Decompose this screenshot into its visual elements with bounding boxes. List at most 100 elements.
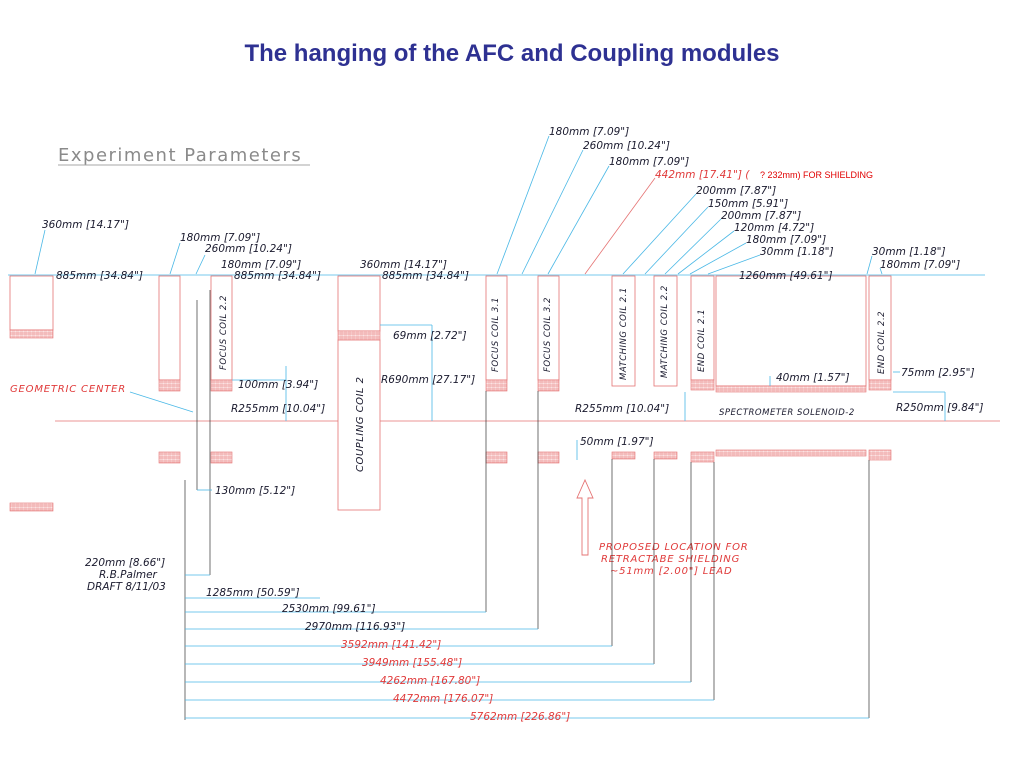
focus-coil-2-1-hatch-lower [158,451,181,464]
dim-360a: 360mm [14.17"] [42,219,129,231]
leader-260a [195,254,206,275]
end-coil-2-2-hatch [868,379,892,391]
end-coil-2-1-hatch-lower [690,451,715,463]
leader-d5 [644,206,709,275]
leader-d2 [521,149,584,275]
dim-top-30-1: 30mm [1.18"] [760,246,834,258]
dim-2530: 2530mm [99.61"] [282,603,376,615]
dim-75: 75mm [2.95"] [901,367,975,379]
leader-d11 [879,267,883,275]
leader-d4 [622,193,697,275]
dim-260a: 260mm [10.24"] [205,243,292,255]
matching-coil-2-2-label: MATCHING COIL 2.2 [660,285,670,378]
shielding-note: ? 232mm) FOR SHIELDING [760,170,873,180]
left-absorber-block [9,275,54,331]
spectrometer-hatch-bottom [715,449,867,457]
dim-top-260: 260mm [10.24"] [583,140,670,152]
leader-d3 [547,165,610,275]
dim-r255a: R255mm [10.04"] [231,403,325,415]
shielding-arrow-icon [576,478,594,556]
dim-top-200-2: 200mm [7.87"] [721,210,801,222]
proposed-line-1: PROPOSED LOCATION FOR [599,542,749,553]
matching-coil-2-2-body [653,275,678,387]
proposed-line-2: RETRACTABE SHIELDING [601,554,740,565]
slide-title: The hanging of the AFC and Coupling modu… [244,40,780,67]
leader-d10 [866,255,873,275]
leader-d1 [496,135,550,275]
dim-4472: 4472mm [176.07"] [393,693,493,705]
leader-d9 [707,254,761,275]
leader-d6 [664,218,722,275]
end-coil-2-1-label: END COIL 2.1 [697,309,707,372]
dim-69: 69mm [2.72"] [393,330,467,342]
dim-180a: 180mm [7.09"] [180,232,260,244]
focus-coil-2-2-label: FOCUS COIL 2.2 [219,295,229,370]
dim-top-180-2: 180mm [7.09"] [609,156,689,168]
dim-5762: 5762mm [226.86"] [470,711,570,723]
dim-180b: 180mm [7.09"] [221,259,301,271]
focus-coil-3-1-hatch [485,379,508,392]
dim-360b: 360mm [14.17"] [360,259,447,271]
focus-coil-2-1-body [158,275,181,381]
end-coil-2-2-label: END COIL 2.2 [877,311,887,374]
dim-4262: 4262mm [167.80"] [380,675,480,687]
coupling-coil-2-label: COUPLING COIL 2 [355,376,366,472]
dim-885b: 885mm [34.84"] [234,270,321,282]
dim-top-180-4: 180mm [7.09"] [880,259,960,271]
dim-100: 100mm [3.94"] [238,379,318,391]
coupling-coil-upper [337,275,381,332]
spectrometer-solenoid-body [715,275,867,387]
dim-885a: 885mm [34.84"] [56,270,143,282]
dim-40: 40mm [1.57"] [776,372,850,384]
focus-coil-3-2-label: FOCUS COIL 3.2 [543,297,553,372]
matching-coil-2-2-hatch [653,451,678,460]
dim-top-180-3: 180mm [7.09"] [746,234,826,246]
dim-top-180-1: 180mm [7.09"] [549,126,629,138]
geometric-center-leader [129,391,194,413]
dim-50: 50mm [1.97"] [580,436,654,448]
leader-180a [169,242,181,275]
matching-coil-2-1-label: MATCHING COIL 2.1 [619,287,629,380]
leader-442 [584,177,656,275]
dim-3592: 3592mm [141.42"] [341,639,441,651]
dim-r255b: R255mm [10.04"] [575,403,669,415]
coupling-coil-hatch [337,330,381,341]
focus-coil-2-2-hatch [210,379,233,392]
left-absorber-hatch-top [9,329,54,339]
dim-2970: 2970mm [116.93"] [305,621,405,633]
leader-360a [34,229,46,275]
focus-coil-3-2-hatch-lower [537,451,560,464]
left-absorber-hatch-bottom [9,502,54,512]
dim-top-30-2: 30mm [1.18"] [872,246,946,258]
dim-top-120: 120mm [4.72"] [734,222,814,234]
dim-130: 130mm [5.12"] [215,485,295,497]
matching-coil-2-1-body [611,275,636,387]
dim-top-200-1: 200mm [7.87"] [696,185,776,197]
proposed-line-3: ~51mm [2.00"] LEAD [610,566,732,577]
focus-coil-3-1-label: FOCUS COIL 3.1 [491,297,501,372]
dim-1285: 1285mm [50.59"] [206,587,300,599]
focus-coil-3-1-hatch-lower [485,451,508,464]
spectrometer-solenoid-label: SPECTROMETER SOLENOID-2 [719,408,855,418]
dim-1260: 1260mm [49.61"] [739,270,833,282]
geometric-center-label: GEOMETRIC CENTER [10,384,126,395]
dim-442-shielding: 442mm [17.41"] ( [655,169,750,181]
dim-r250: R250mm [9.84"] [896,402,984,414]
end-coil-2-2-hatch-lower [868,449,892,461]
dim-885c: 885mm [34.84"] [382,270,469,282]
focus-coil-2-1-hatch [158,379,181,392]
dim-3949: 3949mm [155.48"] [362,657,462,669]
author-name: R.B.Palmer [99,569,158,581]
dim-220: 220mm [8.66"] [85,557,165,569]
leader-d8 [689,242,747,275]
leader-d7 [677,230,735,275]
focus-coil-2-2-hatch-lower [210,451,233,464]
dim-top-150: 150mm [5.91"] [708,198,788,210]
spectrometer-hatch-top [715,385,867,393]
dim-r690: R690mm [27.17"] [381,374,475,386]
coupling-coil-body [337,339,381,511]
experiment-parameters-header: Experiment Parameters [58,145,302,166]
focus-coil-3-2-hatch [537,379,560,392]
matching-coil-2-1-hatch [611,451,636,460]
